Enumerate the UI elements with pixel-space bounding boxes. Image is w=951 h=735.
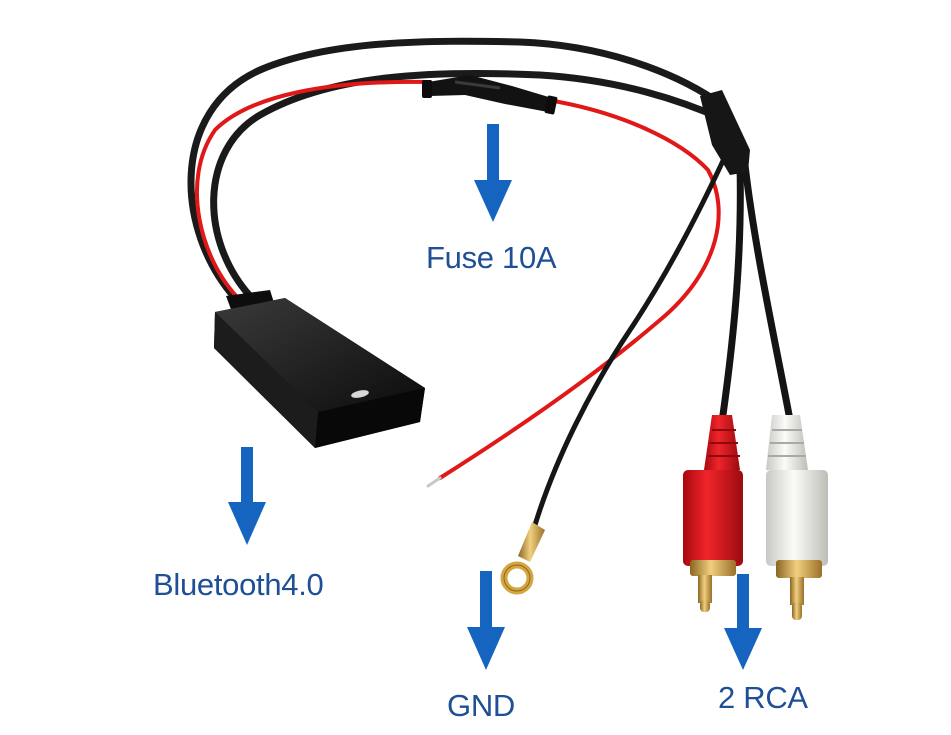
rca-black-cables — [718, 161, 794, 426]
red-wire-end — [426, 476, 442, 488]
fuse-label: Fuse 10A — [426, 240, 557, 275]
ring-terminal — [500, 522, 545, 595]
black-ground-cable — [532, 147, 731, 528]
down-arrow-icon — [724, 574, 762, 670]
black-cable — [187, 37, 729, 302]
cable-splitter — [700, 90, 750, 175]
gnd-label: GND — [447, 688, 515, 723]
bluetooth-label: Bluetooth4.0 — [153, 567, 324, 602]
red-cable — [195, 79, 721, 480]
down-arrow-icon — [474, 124, 512, 222]
rca-label: 2 RCA — [718, 680, 808, 715]
down-arrow-icon — [467, 571, 505, 670]
bluetooth-module — [214, 290, 425, 448]
inline-fuse-holder — [422, 75, 558, 115]
down-arrow-icon — [228, 447, 266, 545]
rca-plug-white — [766, 415, 828, 620]
rca-plug-red — [683, 415, 743, 612]
